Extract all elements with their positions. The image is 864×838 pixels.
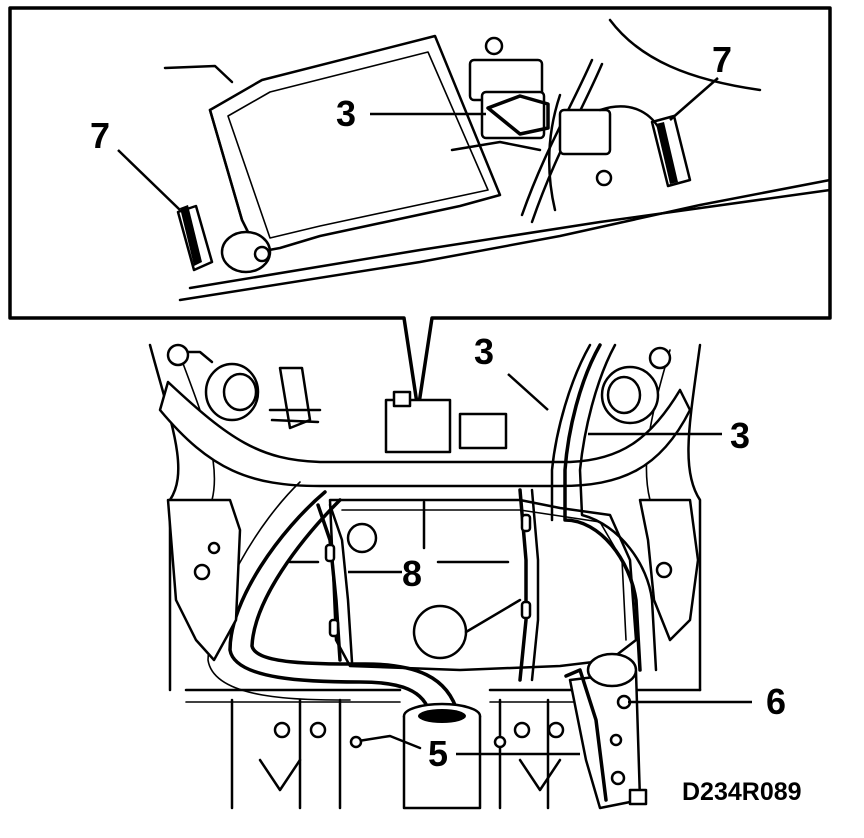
fuel-tank	[328, 498, 638, 672]
left-hub	[166, 343, 260, 422]
inset-floor-line-top	[163, 64, 234, 84]
tank-round-boss-center	[412, 604, 468, 660]
muffler-stub	[402, 702, 482, 810]
rear-rail-left	[230, 698, 342, 810]
exhaust-pipe-outer	[228, 490, 432, 717]
wire-harness-right	[563, 343, 642, 672]
inset-right-7-label: 7	[712, 39, 732, 80]
exhaust-pipe-inner	[250, 498, 460, 716]
inset-mount-left	[176, 204, 272, 274]
cross-bracket	[350, 734, 422, 750]
inset-3-label: 3	[336, 93, 356, 134]
inset-pipe-c	[547, 93, 562, 212]
right-hub	[600, 346, 672, 425]
inset-floor-line-bottom	[178, 178, 832, 302]
inset-right-7-leader	[669, 77, 719, 121]
mounting-bracket-6	[564, 652, 648, 810]
inset-pipe-a	[520, 58, 594, 217]
main-top-3-leader	[507, 373, 549, 411]
tank-round-boss-left	[346, 522, 378, 554]
inset-connector	[450, 36, 613, 187]
main-5-label: 5	[428, 733, 448, 774]
right-body-side	[687, 343, 702, 692]
left-driveshaft	[278, 366, 312, 430]
main-top-3-label: 3	[474, 331, 494, 372]
inset-tank-housing	[208, 34, 502, 254]
crossmember	[158, 380, 692, 488]
detail-inset: 7 7 3	[8, 6, 832, 412]
inset-left-7-label: 7	[90, 115, 110, 156]
center-connector	[458, 412, 508, 450]
strap-holes	[324, 513, 532, 638]
inset-mount-right	[598, 18, 762, 188]
inset-tank-inner	[227, 51, 489, 239]
reference-code: D234R089	[682, 778, 802, 806]
main-right-3-label: 3	[730, 415, 750, 456]
left-body-side	[148, 343, 180, 692]
inset-left-7-leader	[117, 149, 181, 211]
main-underbody-view: 3 3 8 6 5	[148, 331, 786, 810]
center-bracket	[384, 398, 452, 454]
inset-frame	[8, 6, 832, 412]
inset-floor-line-2	[188, 188, 832, 290]
main-8-label: 8	[402, 553, 422, 594]
main-6-label: 6	[766, 681, 786, 722]
